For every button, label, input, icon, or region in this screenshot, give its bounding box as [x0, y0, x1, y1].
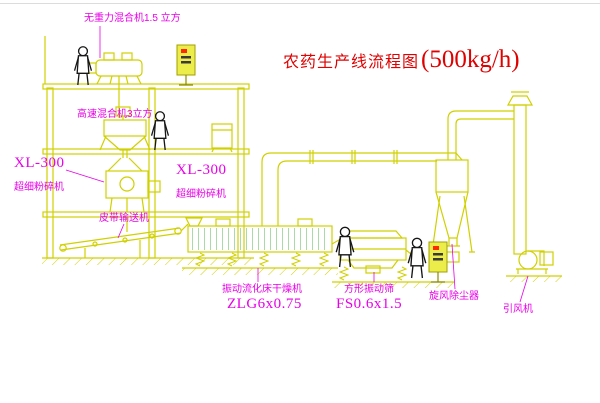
crusher-drawing	[105, 170, 161, 232]
cyclone-outlet-pipe-drawing	[447, 110, 514, 160]
leader-lines	[65, 26, 529, 303]
label-crusher-left-name: 超细粉碎机	[14, 182, 64, 193]
label-gravity-mixer: 无重力混合机1.5 立方	[84, 13, 181, 24]
label-cyclone: 旋风除尘器	[429, 291, 479, 302]
diagram-title: 农药生产线流程图 (500kg/h)	[283, 46, 520, 74]
exhaust-duct-drawing	[261, 150, 463, 226]
gravity-mixer-drawing	[83, 52, 143, 118]
window-edge-line	[0, 3, 600, 4]
high-speed-mixer-drawing	[99, 106, 151, 172]
title-text: 农药生产线流程图	[283, 54, 420, 71]
worker-figure	[335, 226, 355, 268]
control-cabinet-roof	[176, 44, 196, 86]
worker-figure	[150, 111, 170, 151]
fluid-bed-dryer-drawing	[182, 217, 345, 275]
label-belt-conveyor: 皮带输送机	[99, 213, 149, 224]
label-screen-model: FS0.6x1.5	[336, 296, 403, 312]
induced-draft-fan-drawing	[506, 250, 562, 282]
worker-figure	[407, 237, 427, 279]
label-dryer-name: 振动流化床干燥机	[222, 284, 302, 295]
cyclone-drawing	[429, 159, 475, 263]
belt-conveyor-drawing	[59, 223, 189, 258]
label-crusher-mid-name: 超细粉碎机	[176, 189, 226, 200]
label-high-speed-mixer: 高速混合机3立方	[77, 109, 153, 120]
worker-figure	[73, 46, 93, 86]
label-fan: 引风机	[503, 304, 533, 315]
building-frame	[42, 36, 254, 265]
label-crusher-left-model: XL-300	[14, 155, 65, 171]
label-crusher-mid-model: XL-300	[176, 162, 227, 178]
label-screen-name: 方形振动筛	[344, 284, 394, 295]
exhaust-stack-drawing	[506, 91, 534, 255]
label-dryer-model: ZLG6x0.75	[227, 296, 302, 312]
title-capacity: (500kg/h)	[421, 46, 520, 73]
holding-tank-drawing	[211, 123, 233, 153]
control-cabinet-screen	[428, 241, 448, 283]
